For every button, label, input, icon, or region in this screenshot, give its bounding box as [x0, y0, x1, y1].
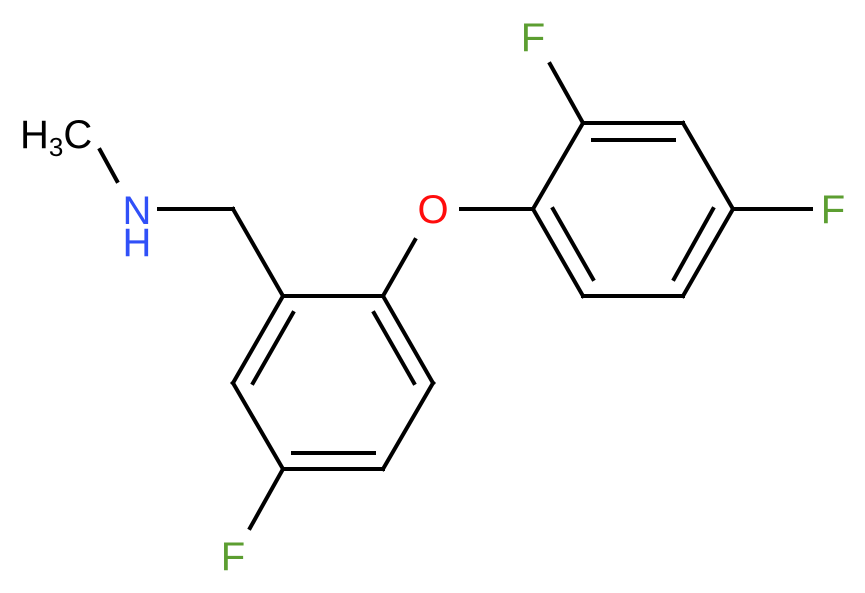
ring1-bond — [230, 380, 286, 472]
methyl-label: H3C — [20, 113, 92, 162]
fluorine-bottom: F — [221, 535, 245, 579]
ring2-bond — [680, 120, 736, 212]
ring1-double-bond — [250, 310, 296, 386]
ring2-bond — [680, 206, 736, 299]
bond-ring-o — [380, 237, 418, 299]
bond-ring-f-bottom — [247, 466, 286, 531]
bond-ring-f-top — [547, 61, 586, 126]
nitrogen-atom: N — [123, 189, 152, 233]
ring1-bond — [380, 293, 436, 386]
bonds — [97, 61, 813, 531]
ring2-double-bond — [671, 206, 716, 282]
ring2-bond — [530, 206, 586, 299]
fluorine-top: F — [521, 16, 545, 60]
amine-hydrogen: H — [123, 221, 152, 265]
ring1-bond — [380, 380, 436, 472]
bond-methyl-n — [97, 147, 120, 184]
ring1-double-bond — [371, 310, 417, 386]
ring2-double-bond — [550, 206, 596, 282]
fluorine-right: F — [821, 188, 845, 232]
atom-labels: H3C N H O F F F — [20, 16, 845, 579]
ring2-bond — [530, 120, 586, 212]
bond-ch2-ring — [230, 206, 286, 299]
ring1-bond — [230, 293, 286, 386]
oxygen-atom: O — [417, 188, 448, 232]
